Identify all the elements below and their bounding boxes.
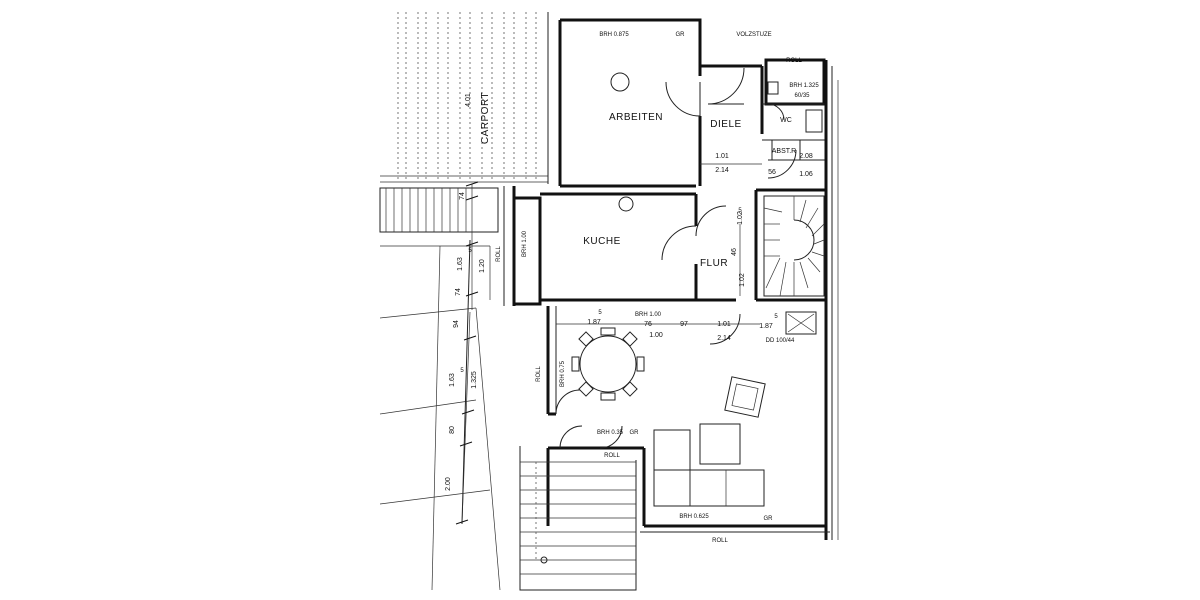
dim-74-mid: 74 bbox=[455, 288, 462, 296]
room-label-arbeiten: ARBEITEN bbox=[609, 112, 663, 123]
dim-163-top: 1.63 bbox=[457, 257, 464, 271]
dim-163-bot: 1.63 bbox=[449, 373, 456, 387]
dim-5d: 5 bbox=[738, 208, 742, 214]
room-label-kuche: KUCHE bbox=[583, 236, 621, 247]
dimension-labels: 4.01 74 1.63 1.20 74 94 1.63 1.325 80 2.… bbox=[445, 93, 813, 491]
dimension-lines bbox=[455, 163, 762, 525]
dining-table bbox=[579, 335, 637, 393]
dim-187-r: 1.87 bbox=[759, 323, 773, 330]
label-flue: DD 100/44 bbox=[766, 338, 795, 344]
dim-102-b: 1.02 bbox=[739, 273, 746, 287]
dim-5e: 5 bbox=[460, 368, 464, 374]
dim-120: 1.20 bbox=[479, 259, 486, 273]
label-roll-kuche: ROLL bbox=[496, 246, 502, 262]
room-label-flur: FLUR bbox=[700, 258, 728, 269]
dim-5a: 5 bbox=[468, 248, 472, 254]
room-label-carport: CARPORT bbox=[480, 92, 491, 144]
label-brh-side-1: BRH 1.00 bbox=[522, 230, 528, 257]
coffee-table bbox=[699, 423, 741, 465]
label-roll-terrace: ROLL bbox=[604, 453, 620, 459]
dim-187-l: 1.87 bbox=[587, 319, 601, 326]
label-gr-bottom: GR bbox=[764, 516, 774, 522]
dim-465: 46 bbox=[731, 248, 738, 256]
exterior-walls bbox=[503, 18, 839, 540]
dim-101-a: 1.01 bbox=[715, 153, 729, 160]
dim-214-b: 2.14 bbox=[717, 335, 731, 342]
dim-106: 1.06 bbox=[799, 171, 813, 178]
armchair bbox=[724, 376, 766, 418]
sofa bbox=[653, 429, 691, 507]
label-roll-top: ROLL bbox=[786, 58, 802, 64]
dim-101-b: 1.01 bbox=[717, 321, 731, 328]
dim-74-top: 74 bbox=[459, 192, 466, 200]
dim-94: 94 bbox=[453, 320, 460, 328]
label-wc-small: 60/35 bbox=[794, 93, 810, 99]
terrace-steps bbox=[519, 446, 637, 591]
dim-76: 76 bbox=[644, 321, 652, 328]
room-label-wc: WC bbox=[780, 117, 792, 124]
doors bbox=[555, 67, 797, 449]
label-brh-1325: BRH 1.325 bbox=[789, 83, 819, 89]
dim-208: 2.08 bbox=[799, 153, 813, 160]
label-roll-left: ROLL bbox=[536, 366, 542, 382]
entrance-steps bbox=[379, 187, 499, 233]
dim-5c: 5 bbox=[774, 314, 778, 320]
dim-214-a: 2.14 bbox=[715, 167, 729, 174]
label-brh-0625: BRH 0.625 bbox=[679, 514, 709, 520]
dim-200: 2.00 bbox=[445, 477, 452, 491]
label-gr-top: GR bbox=[676, 32, 686, 38]
dim-100: 1.00 bbox=[649, 332, 663, 339]
label-brh-side-2: BRH 0.75 bbox=[560, 360, 566, 387]
dim-401: 4.01 bbox=[465, 93, 472, 107]
window-labels: BRH 0.875 GR VOLZSTUZE ROLL BRH 1.325 60… bbox=[496, 32, 819, 544]
label-brh-0875: BRH 0.875 bbox=[599, 32, 629, 38]
dim-80: 80 bbox=[449, 426, 456, 434]
label-roll-bottom: ROLL bbox=[712, 538, 728, 544]
garden-boundary-lines bbox=[379, 239, 501, 591]
dim-1325: 1.325 bbox=[471, 371, 478, 389]
label-brh-035: BRH 0.35 bbox=[597, 430, 624, 436]
room-label-diele: DIELE bbox=[710, 119, 741, 130]
dim-56: 56 bbox=[768, 169, 776, 176]
label-gr-terrace: GR bbox=[630, 430, 640, 436]
furniture bbox=[571, 72, 823, 507]
room-labels: CARPORT ARBEITEN DIELE WC ABST.R KUCHE F… bbox=[480, 92, 796, 269]
spiral-stairs bbox=[763, 195, 825, 297]
label-brh-100: BRH 1.00 bbox=[635, 312, 662, 318]
dim-5b: 5 bbox=[598, 310, 602, 316]
room-label-abst: ABST.R bbox=[772, 148, 797, 155]
label-vol: VOLZSTUZE bbox=[736, 32, 771, 38]
dim-102-a: 1.02 bbox=[737, 211, 744, 225]
carport-roof-lines bbox=[380, 12, 549, 184]
dim-97: 97 bbox=[680, 321, 688, 328]
